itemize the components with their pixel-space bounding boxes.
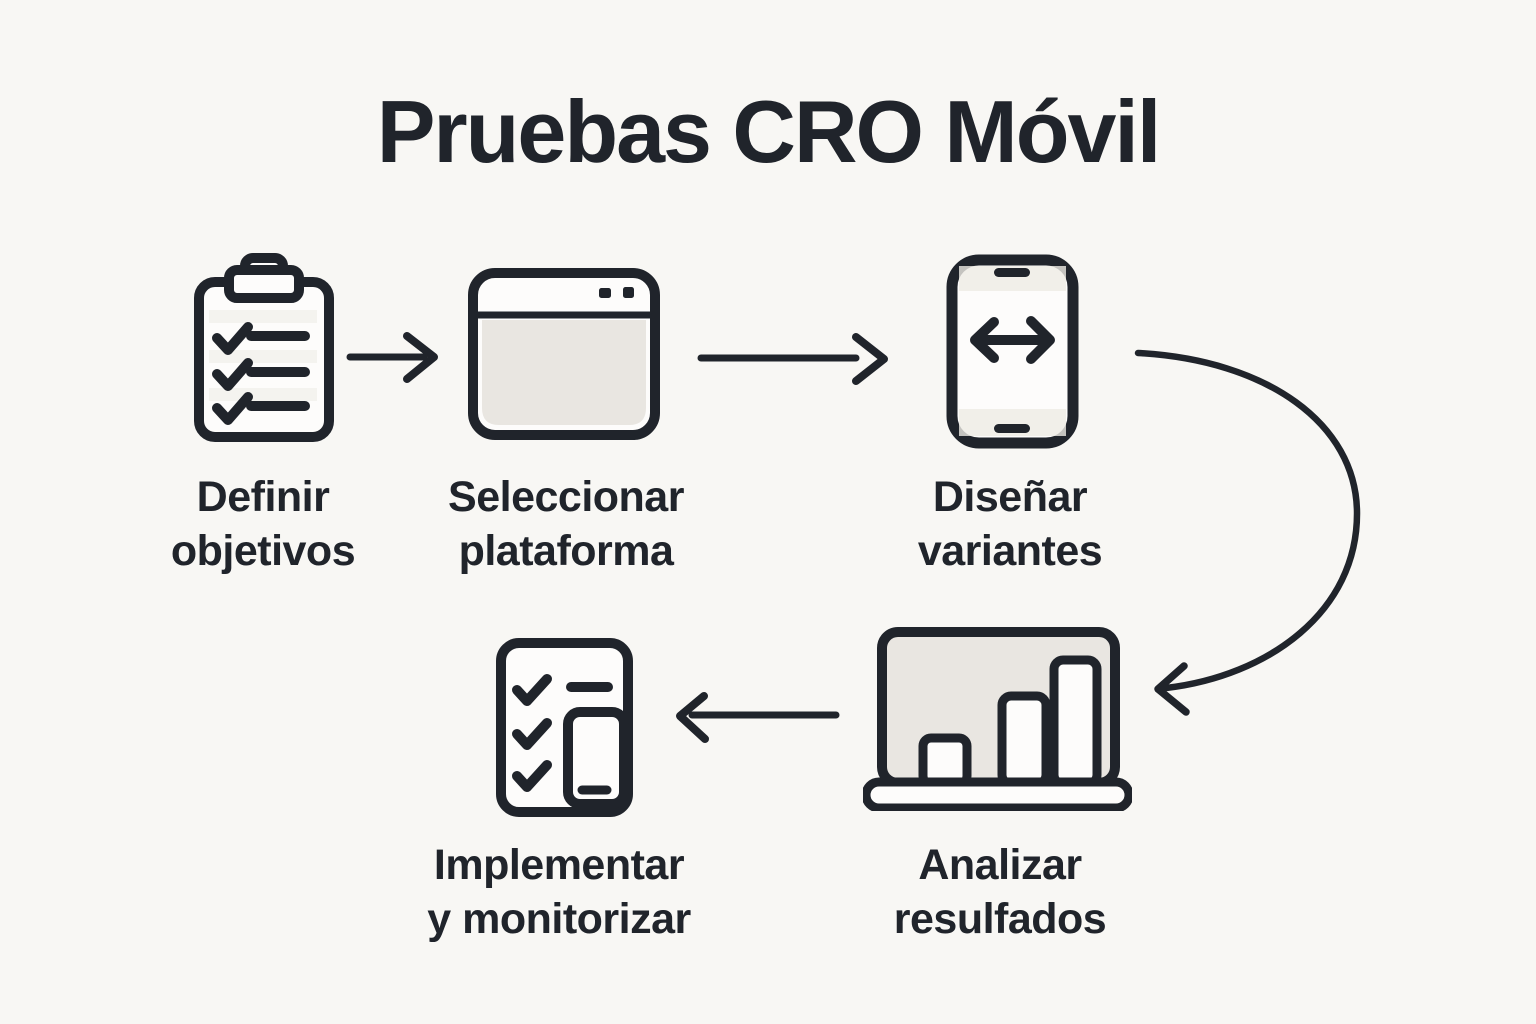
step-label-line: y monitorizar [427, 895, 691, 943]
step-label-line: variantes [917, 527, 1103, 575]
step-label: Seleccionar plataforma [396, 470, 736, 578]
step-label-line: Diseñar [932, 473, 1088, 521]
phone-swap-arrows-icon [946, 254, 1079, 449]
step-label: Diseñar variantes [840, 470, 1180, 578]
arrow-1-to-2-icon [346, 332, 438, 383]
step-label: Analizar resulfados [830, 838, 1170, 946]
step-label: Definir objetivos [93, 470, 433, 578]
arrow-4-to-5-icon [676, 692, 840, 743]
step-label-line: resulfados [893, 895, 1107, 943]
step-label-line: Analizar [918, 841, 1082, 889]
step-label: Implementar y monitorizar [389, 838, 729, 946]
document-checklist-phone-icon [496, 638, 633, 817]
browser-window-icon [468, 268, 660, 440]
step-label-line: Definir [196, 473, 330, 521]
arrow-2-to-3-icon [697, 333, 888, 385]
clipboard-checklist-icon [194, 253, 334, 442]
page-title: Pruebas CRO Móvil [376, 82, 1162, 181]
laptop-bar-chart-icon [863, 627, 1132, 811]
step-label-line: Seleccionar [448, 473, 684, 521]
step-label-line: objetivos [170, 527, 356, 575]
step-label-line: Implementar [433, 841, 685, 889]
step-label-line: plataforma [458, 527, 674, 575]
